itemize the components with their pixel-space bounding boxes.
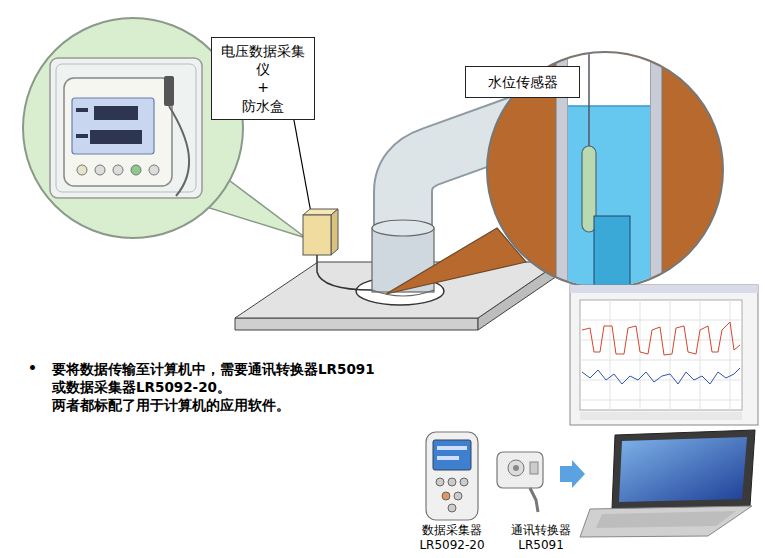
callout-box: 电压数据采集仪 + 防水盒 — [211, 37, 315, 120]
voltage-logger-device-part — [164, 76, 174, 106]
voltage-logger-device-part — [56, 64, 196, 192]
software-screenshot-part — [570, 285, 758, 425]
bullet-mark: • — [28, 360, 37, 376]
voltage-logger-device-part — [131, 165, 141, 175]
software-screenshot-part — [582, 322, 740, 355]
software-screenshot-part — [570, 285, 758, 293]
leader-line-part — [291, 104, 311, 213]
pipe-part — [372, 220, 434, 236]
brown-callout-tail-part — [386, 228, 526, 294]
data-collector-device-part — [433, 440, 471, 470]
comm-converter-device-part — [530, 488, 538, 512]
software-screenshot-part — [580, 300, 742, 410]
voltage-logger-device — [50, 58, 202, 198]
comm-converter-device-part — [513, 465, 519, 471]
water-level-sensor-view-part — [568, 105, 650, 107]
voltage-logger-device-part — [50, 58, 202, 198]
green-callout-circle — [23, 18, 243, 238]
voltage-logger-device-part — [90, 130, 142, 144]
laptop-computer-part — [596, 511, 736, 528]
voltage-logger-device-part — [149, 165, 159, 175]
data-collector-device-part — [436, 478, 444, 486]
wall-box-part — [317, 255, 372, 290]
callout-text: 水位传感器 — [488, 73, 558, 91]
device-label: LR5092-20 — [419, 538, 484, 552]
comm-converter-device — [497, 452, 543, 512]
data-collector-device — [426, 432, 478, 520]
callout-text: 电压数据采集仪 + 防水盒 — [217, 42, 309, 115]
brown-callout-tail — [386, 228, 526, 294]
wall-box-part — [331, 209, 338, 255]
data-collector-device-part — [426, 432, 478, 520]
note-text: 或数据采集器LR5092-20。 — [52, 379, 231, 397]
software-screenshot — [570, 285, 758, 425]
voltage-logger-device-part — [94, 106, 138, 120]
data-collector-device-part — [442, 492, 450, 500]
software-screenshot-part — [582, 368, 740, 384]
comm-converter-device-part — [508, 460, 524, 476]
note-text: 要将数据传输至计算机中，需要通讯转换器LR5091 — [52, 361, 375, 379]
voltage-logger-device-part — [113, 165, 123, 175]
data-collector-device-part — [437, 456, 459, 460]
voltage-logger-device-part — [77, 165, 87, 175]
device-label: 数据采集器 — [422, 522, 482, 539]
laptop-computer — [580, 430, 755, 537]
data-collector-device-part — [454, 492, 462, 500]
software-screenshot-part — [580, 300, 742, 410]
water-level-sensor-view-part — [594, 216, 630, 288]
leader-line — [291, 104, 311, 213]
wall-box — [303, 209, 372, 290]
voltage-logger-device-part — [72, 98, 154, 154]
voltage-logger-device-part — [95, 165, 105, 175]
water-level-sensor-view-part — [568, 40, 650, 300]
transfer-arrow — [560, 460, 585, 488]
comm-converter-device-part — [530, 462, 538, 474]
water-level-sensor-view-part — [568, 106, 650, 300]
wall-box-part — [303, 215, 331, 255]
voltage-logger-device-part — [64, 78, 172, 186]
callout-box: 水位传感器 — [465, 66, 580, 98]
laptop-computer-part — [580, 506, 752, 537]
data-collector-device-part — [460, 478, 468, 486]
laptop-computer-part — [612, 430, 755, 509]
water-level-sensor-view-part — [588, 40, 590, 148]
device-label: 通讯转换器 — [511, 522, 571, 539]
transfer-arrow-part — [560, 460, 585, 488]
data-collector-device-part — [437, 446, 467, 450]
voltage-logger-device-part — [76, 134, 88, 138]
laptop-computer-part — [619, 437, 747, 502]
water-level-sensor-view-part — [650, 40, 662, 300]
green-callout-circle-part — [23, 18, 243, 238]
base-plate-part — [235, 318, 478, 330]
pipe-part — [372, 290, 434, 296]
device-label: LR5091 — [518, 538, 564, 552]
voltage-logger-device-part — [76, 108, 88, 112]
comm-converter-device-part — [497, 452, 543, 488]
data-collector-device-part — [448, 478, 456, 486]
data-collector-device-part — [448, 504, 456, 512]
note-text: 两者都标配了用于计算机的应用软件。 — [52, 397, 290, 415]
voltage-logger-device-part — [169, 106, 189, 196]
software-screenshot-part — [580, 412, 742, 420]
